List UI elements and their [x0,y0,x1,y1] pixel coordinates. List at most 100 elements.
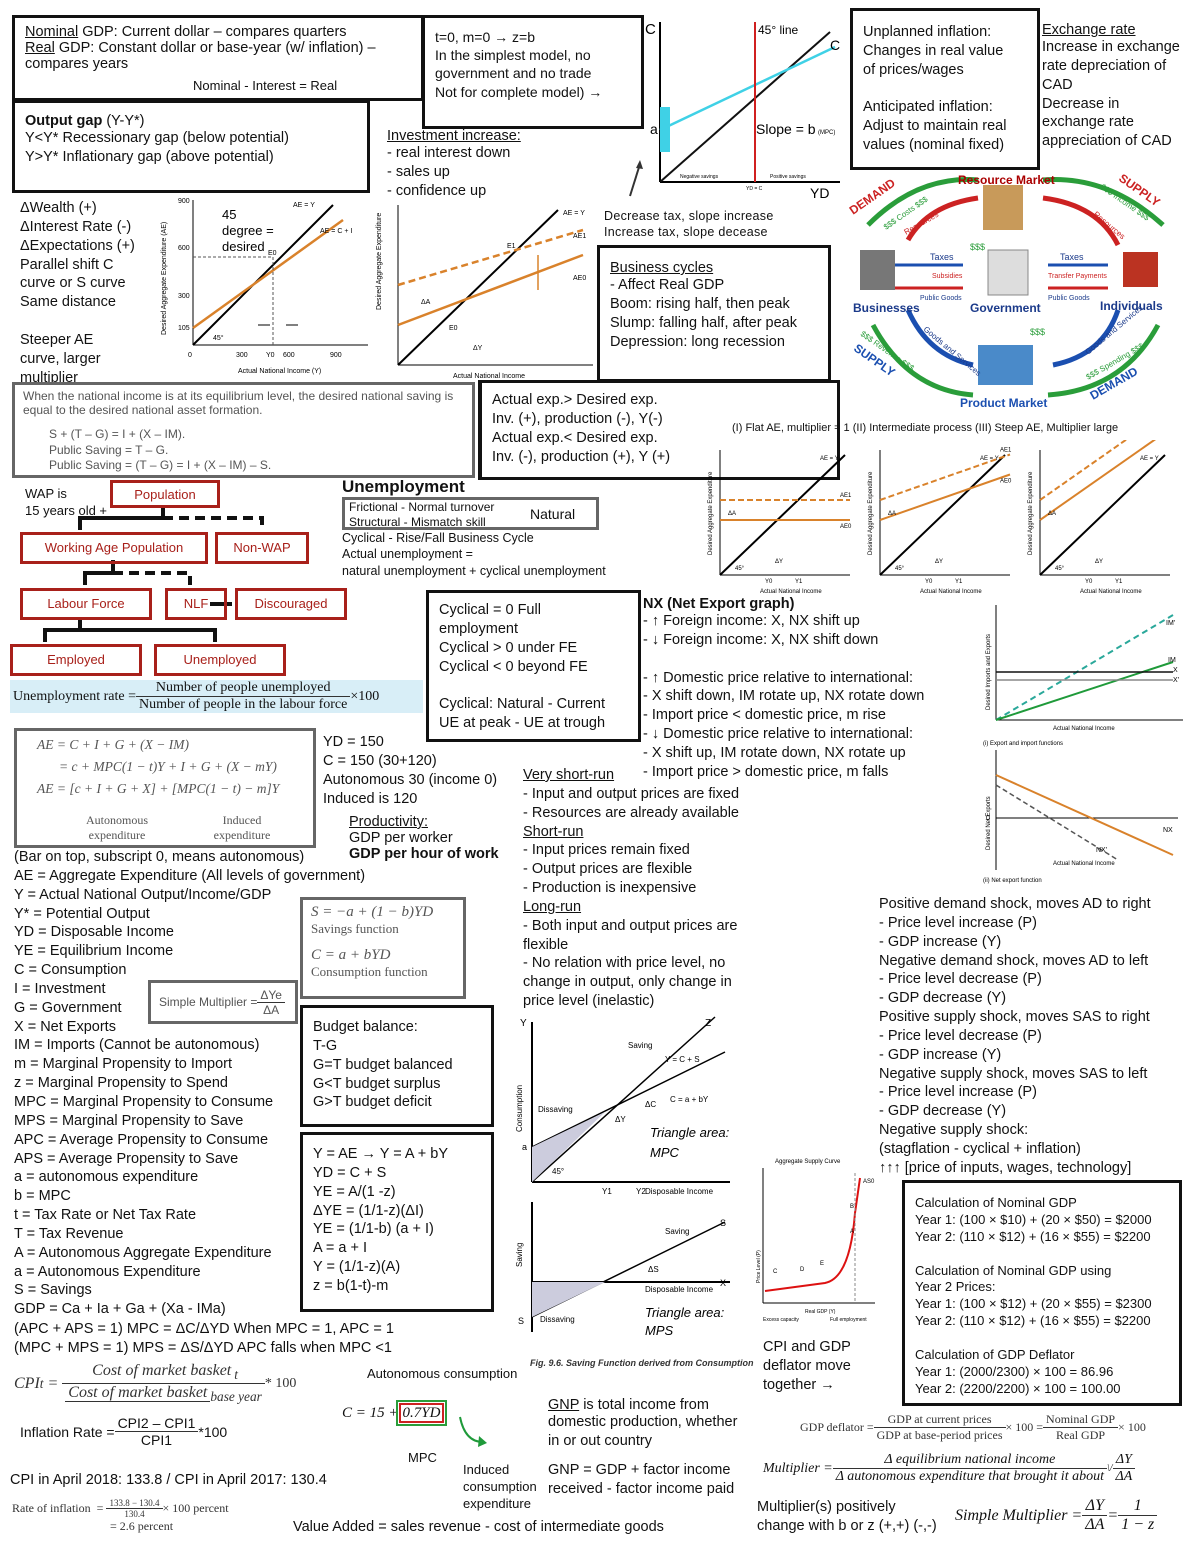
non-wap-node: Non-WAP [215,532,309,564]
mult-den: Δ autonomous expenditure that brought it… [835,1469,1104,1484]
def-mult: × 100 = [1005,1420,1044,1434]
natural-unemployment-box: Frictional - Normal turnover Structural … [342,497,599,530]
text-line: Year 2 Prices: [915,1279,996,1295]
svg-text:Y2: Y2 [636,1187,646,1196]
text-line: Y = AE → Y = A + bY [313,1146,449,1162]
subsidies-label: Subsidies [932,273,963,280]
svg-text:ΔY: ΔY [473,345,483,352]
sm2-num2: 1 [1118,1497,1158,1516]
ur-numerator: Number of people unemployed [135,680,351,697]
text-line: received - factor income paid [548,1480,735,1497]
text-line: IM = Imports (Cannot be autonomous) [14,1037,260,1054]
arrow-icon [629,160,643,197]
yd-label: YD [810,185,829,201]
y1-label: Y1 [795,579,803,585]
text-line: deflator move [763,1357,851,1374]
aggregate-supply-chart: Aggregate Supply Curve Price Level (P) A… [756,1159,875,1323]
text-line: change with b or z (+,+) (-,-) [757,1517,937,1534]
dy-label: ΔY [935,559,943,565]
ae-chart-2: Desired Aggregate Expenditure AE = Y AE1… [376,205,593,380]
deg-label: 45° [1055,566,1065,572]
unemployment-title: Unemployment [342,477,465,496]
demand-left-label: DEMAND [848,176,898,218]
c-axis-label: C [645,21,656,38]
c-line-label: C [830,37,840,53]
svg-text:0: 0 [986,815,990,822]
sm-num: ΔYe [257,988,285,1003]
c-example: C = 15 +0.7YD [342,1400,448,1426]
text-line: Public Saving = T – G. [49,442,169,457]
text-line: Actual unemployment = [342,547,473,562]
svg-text:Actual National Income (Y): Actual National Income (Y) [238,368,321,375]
ae0-line [879,473,1011,521]
text-line: Unplanned inflation: [863,24,992,40]
roi-den: 130.4 [124,1509,145,1519]
shift-notes: ΔWealth (+)ΔInterest Rate (-)ΔExpectatio… [20,199,135,387]
productivity-l1: GDP per worker [349,830,453,846]
text-line: of prices/wages [863,61,964,78]
text-line: t=0, m=0 → z=b [435,29,535,45]
mult-num: Δ equilibrium national income [832,1452,1107,1469]
svg-text:ΔA: ΔA [421,299,431,306]
multiplier-formula: Multiplier = Δ equilibrium national inco… [763,1452,1136,1485]
text-line: natural unemployment + cyclical unemploy… [342,563,606,578]
savings-label: Savings function [311,921,399,936]
negative-saving-area [660,107,670,152]
text-line: expenditure [463,1495,531,1511]
frictional: Frictional - Normal turnover [349,500,495,514]
text-line: - Price level decrease (P) [879,1027,1042,1044]
text-line: GDP = Ca + Ia + Ga + (Xa - IMa) [14,1301,226,1318]
roi-num: 133.8 − 130.4 [106,1498,163,1509]
text-line: - X shift down, IM rotate up, NX rotate … [643,688,925,705]
text-line: - Resources are already available [523,804,739,821]
public-goods-right: Public Goods [1048,295,1090,302]
svg-text:Desired Imports and Exports: Desired Imports and Exports [986,634,992,710]
y0-label: Y0 [765,579,773,585]
text-line: GNP = GDP + factor income [548,1461,731,1478]
text-line: S = Savings [14,1282,92,1299]
nominal-label: Nominal [25,24,79,40]
svg-text:Desired Aggregate Expenditure: Desired Aggregate Expenditure [376,213,383,310]
ir-mult: *100 [198,1423,228,1440]
yd-c-label: YD = C [746,186,763,192]
text-line: MPC = Marginal Propensity to Consume [14,1093,274,1110]
discouraged-node: Discouraged [235,588,347,620]
text-line: z = b(1-t)-m [313,1277,389,1294]
text-line: ΔYE = (1/1-z)(ΔI) [313,1202,424,1219]
text-line: - GDP decrease (Y) [879,1103,1007,1120]
svg-text:IM: IM [1168,657,1176,664]
svg-text:AE = Y: AE = Y [563,210,585,217]
text-line: C = Consumption [14,962,127,979]
ae-y-label: AE = Y [1140,456,1159,462]
savings-function-box: S = −a + (1 − b)YD Savings function C = … [300,897,466,999]
text-line: Steeper AE [20,331,94,348]
consumption-function-chart: C 45° line C a Slope = b (MPC) YD Negati… [645,21,840,201]
goods-services-left: Goods and Services [922,325,983,378]
apc-mpc-notes: (APC + APS = 1) MPC = ΔC/ΔYD When MPC = … [14,1320,394,1358]
output-gap-suffix: (Y-Y*) [102,113,145,129]
ae1-line [879,453,1011,501]
text-line: C = 150 (30+120) [323,752,437,769]
svg-text:D: D [800,1267,805,1273]
roi-result: = 2.6 percent [110,1519,174,1533]
da-label: ΔA [1048,511,1056,517]
government-icon [987,249,1029,296]
svg-text:AE0: AE0 [573,275,586,282]
text-line: domestic production, whether [548,1414,738,1430]
gnp-note: GNP is total income from domestic produc… [548,1397,737,1498]
neg-saving-label: Negative savings [680,174,719,180]
y0-label: Y0 [1085,579,1093,585]
dy-label: ΔY [1095,559,1103,565]
circular-flow-diagram: Resource Market Product Market Businesse… [848,171,1165,410]
mult-num2: ΔY [1112,1452,1136,1469]
svg-text:Saving: Saving [665,1227,689,1236]
savings-eq: S = −a + (1 − b)YD [311,904,434,920]
nominal-text: GDP: Current dollar – compares quarters [78,24,347,40]
text-line: m = Marginal Propensity to Import [14,1056,232,1073]
